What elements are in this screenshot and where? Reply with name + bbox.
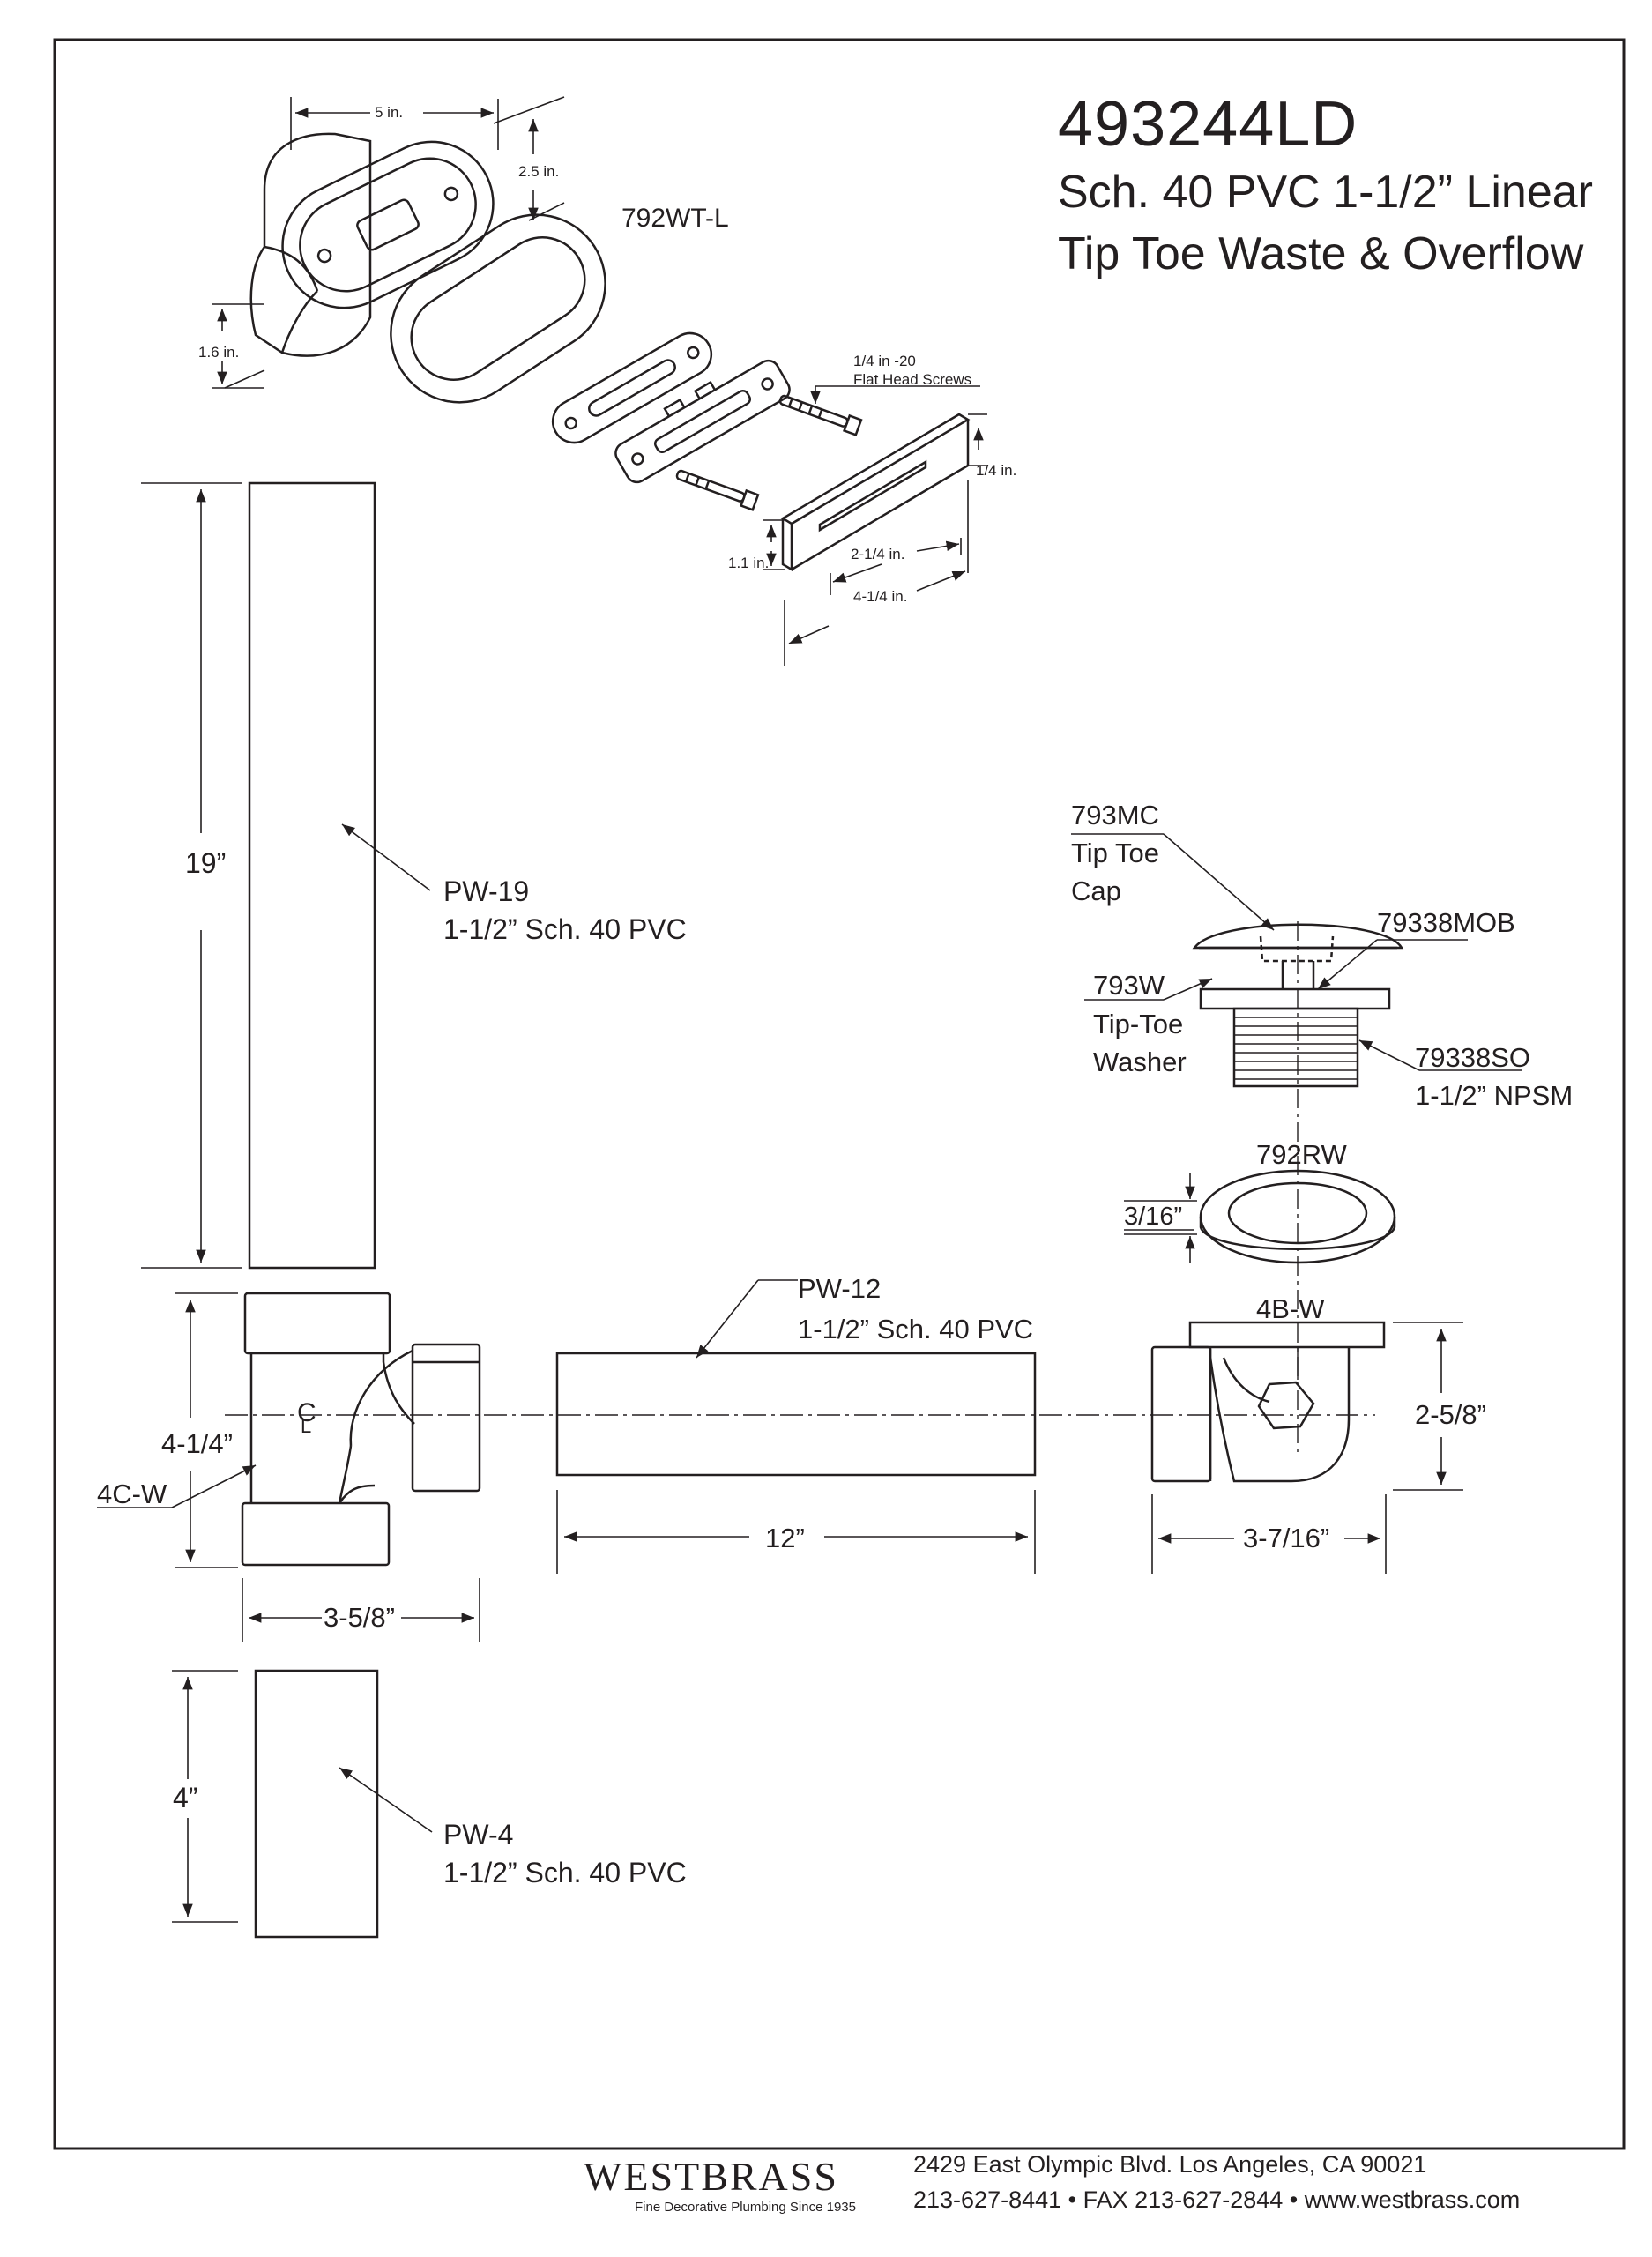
pipe-12: PW-12 1-1/2” Sch. 40 PVC 12” (555, 1273, 1037, 1574)
pipe-12-desc: 1-1/2” Sch. 40 PVC (798, 1314, 1033, 1345)
washer-part: 793W (1093, 970, 1165, 1001)
brand-logo: WESTBRASS (584, 2154, 838, 2199)
pipe-12-dim: 12” (765, 1523, 805, 1553)
pipe-19-part: PW-19 (443, 875, 529, 907)
ell-dims (1151, 1322, 1463, 1574)
tee-centerline-mark: C (297, 1398, 316, 1427)
screw-label-2: Flat Head Screws (853, 371, 971, 388)
tee-centerline-mark-l: L (301, 1415, 311, 1437)
model-number: 493244LD (1058, 89, 1358, 160)
dim-2-quarter-in: 2-1/4 in. (851, 546, 904, 562)
shoe-desc: 1-1/2” NPSM (1415, 1080, 1573, 1111)
dim-1-6in: 1.6 in. (198, 344, 239, 361)
overflow-labels: 5 in. 2.5 in. 792WT-L 1.6 in. 1/4 in -20… (198, 104, 1016, 605)
ell-labels: 4B-W 2-5/8” 3-7/16” (1243, 1293, 1486, 1553)
company-contact: 213-627-8441 • FAX 213-627-2844 • www.we… (913, 2186, 1521, 2213)
pipe-4: 4” PW-4 1-1/2” Sch. 40 PVC (172, 1669, 687, 1939)
pipe-19-dim: 19” (185, 847, 226, 879)
drain-ell (1150, 1321, 1386, 1483)
cap-desc-1: Tip Toe (1071, 838, 1159, 868)
pipe-4-dim: 4” (173, 1782, 197, 1814)
tee-labels: 4-1/4” 4C-W 3-5/8” C L (97, 1398, 395, 1633)
body-part: 79338MOB (1377, 907, 1515, 938)
ell-part: 4B-W (1256, 1293, 1325, 1324)
drain-labels: 793MC Tip Toe Cap 79338MOB 793W Tip-Toe … (1071, 800, 1573, 1231)
washer-desc-2: Washer (1093, 1047, 1187, 1077)
dim-5in: 5 in. (375, 104, 403, 121)
tee-fitting (241, 1292, 481, 1567)
dim-2-5in: 2.5 in. (518, 163, 559, 180)
pipe-4-desc: 1-1/2” Sch. 40 PVC (443, 1857, 687, 1888)
pipe-19-desc: 1-1/2” Sch. 40 PVC (443, 913, 687, 945)
ell-width: 3-7/16” (1243, 1523, 1329, 1553)
pipe-12-part: PW-12 (798, 1273, 881, 1304)
overflow-part-label: 792WT-L (621, 204, 729, 233)
rubber-thickness: 3/16” (1124, 1203, 1182, 1231)
pipe-4-part: PW-4 (443, 1819, 513, 1851)
title-line-1: Sch. 40 PVC 1-1/2” Linear (1058, 167, 1593, 218)
tee-part: 4C-W (97, 1479, 167, 1509)
screw-label-1: 1/4 in -20 (853, 353, 916, 369)
overflow-assembly (249, 132, 971, 572)
tee-height: 4-1/4” (161, 1428, 233, 1459)
cap-desc-2: Cap (1071, 875, 1121, 906)
washer-desc-1: Tip-Toe (1093, 1009, 1183, 1039)
title-line-2: Tip Toe Waste & Overflow (1058, 228, 1584, 279)
dim-4-quarter-in: 4-1/4 in. (853, 588, 907, 605)
ell-height: 2-5/8” (1415, 1399, 1486, 1430)
pipe-19: 19” PW-19 1-1/2” Sch. 40 PVC (141, 481, 687, 1270)
tee-dims (97, 1292, 480, 1642)
company-address: 2429 East Olympic Blvd. Los Angeles, CA … (913, 2151, 1427, 2178)
brand-tagline: Fine Decorative Plumbing Since 1935 (635, 2200, 856, 2215)
shoe-part: 79338SO (1415, 1042, 1530, 1073)
tee-width: 3-5/8” (324, 1602, 395, 1633)
overflow-dimension-lines (212, 96, 987, 666)
dim-quarter-in: 1/4 in. (976, 462, 1016, 479)
cap-part: 793MC (1071, 800, 1159, 831)
page-border (53, 38, 1626, 2150)
dim-1-1in: 1.1 in. (728, 555, 769, 571)
rubber-washer-part: 792RW (1256, 1139, 1348, 1170)
drain-callouts (1071, 833, 1522, 1263)
